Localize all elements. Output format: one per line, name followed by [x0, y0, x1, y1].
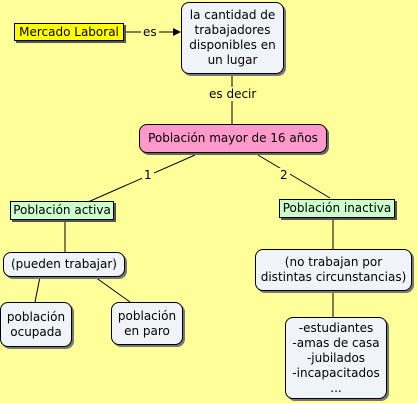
node-pueden-trabajar[interactable]: (pueden trabajar)	[3, 252, 125, 277]
node-cantidad-line: trabajadores	[194, 23, 271, 37]
node-ocupada-line: población	[6, 309, 66, 324]
link-label-2: 2	[278, 168, 290, 182]
node-no-trabajan-line: (no trabajan por	[284, 255, 383, 269]
node-lista-inactivos[interactable]: -estudiantes -amas de casa -jubilados -i…	[285, 317, 387, 399]
node-paro-line: en paro	[124, 323, 170, 338]
link-pueden-paro	[94, 276, 131, 303]
node-poblacion-en-paro[interactable]: población en paro	[111, 302, 183, 345]
link-poblacion-activa	[87, 154, 196, 203]
node-cantidad-line: un lugar	[207, 53, 258, 67]
node-poblacion-activa[interactable]: Población activa	[10, 201, 114, 220]
link-label-es-decir: es decir	[207, 87, 259, 101]
node-poblacion-ocupada[interactable]: población ocupada	[0, 302, 72, 347]
link-pueden-ocupada	[34, 276, 41, 303]
node-ocupada-line: ocupada	[10, 324, 62, 339]
node-poblacion-inactiva[interactable]: Población inactiva	[279, 199, 395, 218]
node-no-trabajan-line: distintas circunstancias)	[260, 270, 407, 284]
node-pueden-label: (pueden trabajar)	[11, 257, 117, 271]
node-poblacion-mayor-16[interactable]: Población mayor de 16 años	[139, 124, 327, 153]
node-lista-line: -amas de casa	[292, 335, 380, 350]
node-paro-line: población	[117, 308, 177, 323]
link-label-1: 1	[142, 168, 154, 182]
link-label-es: es	[141, 25, 159, 39]
node-lista-line: -jubilados	[306, 350, 366, 365]
node-lista-line: ...	[330, 380, 342, 395]
node-lista-line: -incapacitados	[292, 365, 380, 380]
node-lista-line: -estudiantes	[298, 320, 374, 335]
node-cantidad-line: la cantidad de	[189, 8, 276, 22]
node-mercado-laboral[interactable]: Mercado Laboral	[14, 23, 124, 41]
node-no-trabajan[interactable]: (no trabajan por distintas circunstancia…	[255, 249, 412, 291]
node-cantidad-trabajadores[interactable]: la cantidad de trabajadores disponibles …	[181, 2, 284, 74]
link-poblacion-inactiva	[257, 154, 331, 199]
node-cantidad-line: disponibles en	[189, 38, 276, 52]
